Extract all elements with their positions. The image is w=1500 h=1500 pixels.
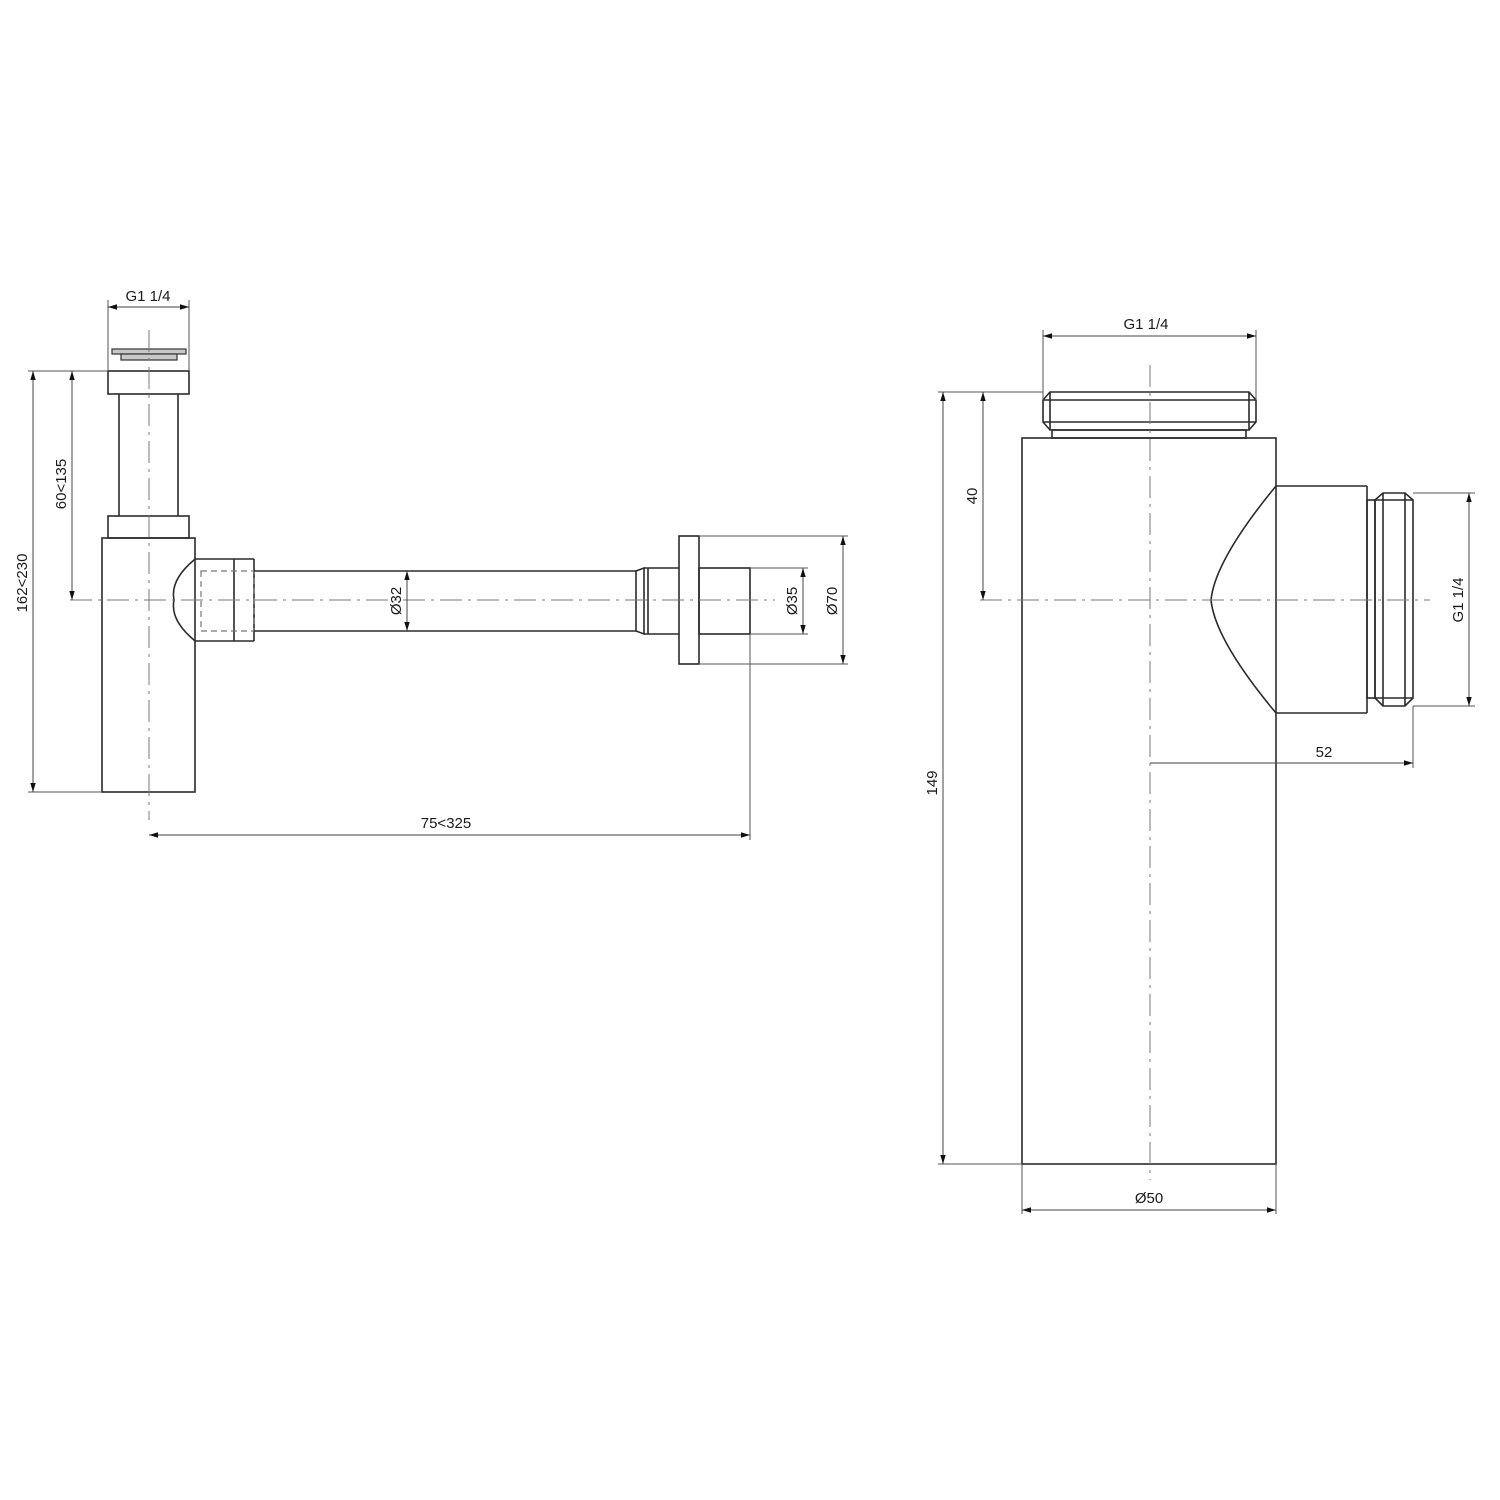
right-view: G1 1/4 149 40 G1 1/4 52 Ø50 xyxy=(924,316,1475,1214)
dim-socket-diameter: Ø35 xyxy=(784,587,801,615)
dim-body-diameter: Ø50 xyxy=(1135,1190,1163,1207)
dim-inlet-outlet-height: 60<135 xyxy=(53,459,70,509)
dim-top-to-axis: 40 xyxy=(964,488,981,505)
left-view: G1 1/4 162<230 60<135 Ø32 Ø35 Ø70 75<325 xyxy=(14,288,848,840)
dim-side-thread: G1 1/4 xyxy=(1450,577,1467,622)
dim-flange-diameter: Ø70 xyxy=(824,587,841,615)
dim-outlet-projection: 52 xyxy=(1316,744,1333,761)
dim-overall-height: 162<230 xyxy=(14,554,31,613)
dim-top-thread-right: G1 1/4 xyxy=(1123,316,1168,333)
dim-top-thread: G1 1/4 xyxy=(125,288,170,305)
dim-projection: 75<325 xyxy=(421,815,471,832)
trap-body-large xyxy=(1021,437,1277,1165)
dim-overall-height-right: 149 xyxy=(924,770,941,795)
hidden-pipe-insert xyxy=(200,570,255,632)
wall-socket xyxy=(698,567,751,635)
dim-pipe-diameter: Ø32 xyxy=(388,587,405,615)
